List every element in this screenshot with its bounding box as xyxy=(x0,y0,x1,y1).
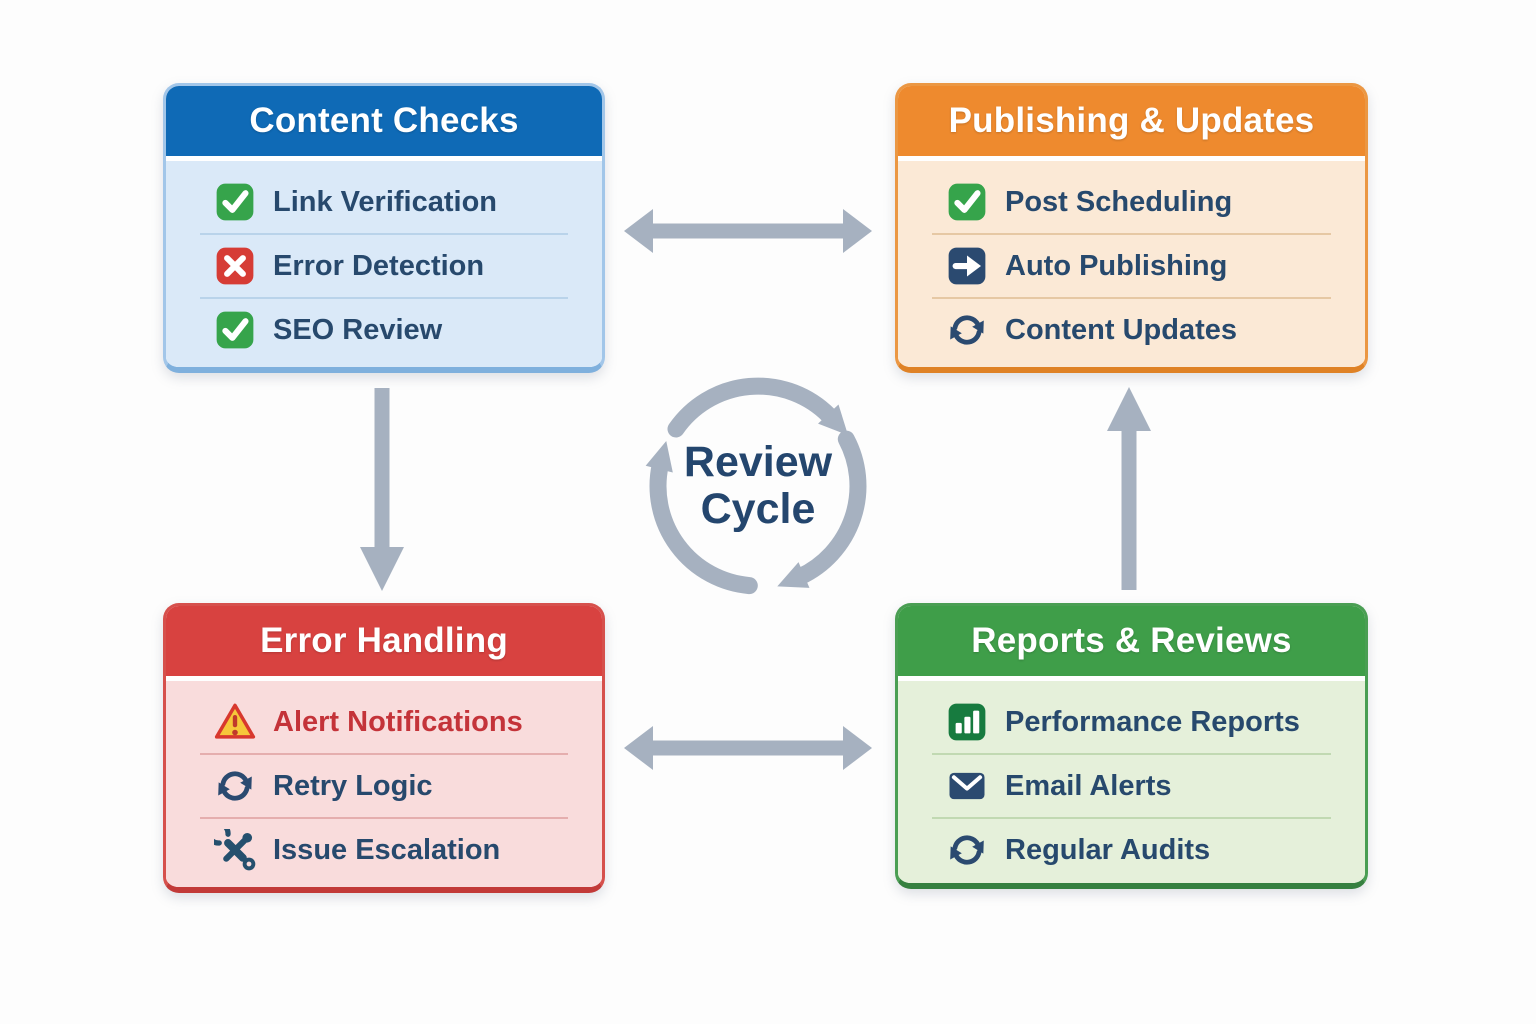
card-header: Publishing & Updates xyxy=(898,86,1365,156)
item-label: Post Scheduling xyxy=(1005,185,1233,218)
refresh-icon xyxy=(946,829,988,871)
up-arrow xyxy=(1107,387,1151,590)
check-icon xyxy=(946,181,988,223)
item-label: Content Updates xyxy=(1005,313,1237,346)
envelope-icon xyxy=(946,765,988,807)
card-body: Post Scheduling Auto Publishing Content … xyxy=(898,161,1365,367)
cycle-label: Review Cycle xyxy=(628,356,888,616)
item-label: Retry Logic xyxy=(273,769,433,802)
header-separator xyxy=(898,156,1365,161)
list-item: Issue Escalation xyxy=(166,819,602,881)
double-arrow-top xyxy=(624,209,872,253)
card-title: Content Checks xyxy=(249,101,519,140)
item-label: SEO Review xyxy=(273,313,443,346)
divider xyxy=(932,817,1331,819)
list-item: Post Scheduling xyxy=(898,171,1365,233)
card-header: Reports & Reviews xyxy=(898,606,1365,676)
item-label: Performance Reports xyxy=(1005,705,1300,738)
list-item: Email Alerts xyxy=(898,755,1365,817)
item-label: Alert Notifications xyxy=(273,705,523,738)
cycle-label-line2: Cycle xyxy=(700,485,816,533)
cross-icon xyxy=(214,245,256,287)
double-arrow-bottom xyxy=(624,726,872,770)
header-separator xyxy=(898,676,1365,681)
item-label: Regular Audits xyxy=(1005,833,1211,866)
card-publishing-updates: Publishing & Updates Post Scheduling Aut… xyxy=(895,83,1368,373)
card-body: Alert Notifications Retry Logic Issue Es… xyxy=(166,681,602,887)
check-icon xyxy=(214,309,256,351)
divider xyxy=(200,233,568,235)
list-item: Content Updates xyxy=(898,299,1365,361)
review-cycle: Review Cycle xyxy=(628,356,888,616)
card-content-checks: Content Checks Link Verification Error D… xyxy=(163,83,605,373)
divider xyxy=(200,297,568,299)
item-label: Auto Publishing xyxy=(1005,249,1228,282)
divider xyxy=(200,817,568,819)
divider xyxy=(200,753,568,755)
card-header: Error Handling xyxy=(166,606,602,676)
list-item: Performance Reports xyxy=(898,691,1365,753)
card-error-handling: Error Handling Alert Notifications Retry… xyxy=(163,603,605,893)
item-label: Link Verification xyxy=(273,185,497,218)
cycle-arrows-icon xyxy=(645,377,867,595)
bar-chart-icon xyxy=(946,701,988,743)
card-body: Link Verification Error Detection SEO Re… xyxy=(166,161,602,367)
list-item: Retry Logic xyxy=(166,755,602,817)
divider xyxy=(932,753,1331,755)
refresh-icon xyxy=(946,309,988,351)
list-item: SEO Review xyxy=(166,299,602,361)
list-item: Link Verification xyxy=(166,171,602,233)
header-separator xyxy=(166,156,602,161)
list-item: Error Detection xyxy=(166,235,602,297)
card-title: Error Handling xyxy=(260,621,508,660)
down-arrow xyxy=(360,388,404,591)
header-separator xyxy=(166,676,602,681)
card-title: Reports & Reviews xyxy=(971,621,1292,660)
check-icon xyxy=(214,181,256,223)
refresh-icon xyxy=(214,765,256,807)
arrow-right-icon xyxy=(946,245,988,287)
warning-icon xyxy=(214,701,256,743)
item-label: Issue Escalation xyxy=(273,833,501,866)
list-item: Alert Notifications xyxy=(166,691,602,753)
divider xyxy=(932,297,1331,299)
item-label: Email Alerts xyxy=(1005,769,1172,802)
list-item: Auto Publishing xyxy=(898,235,1365,297)
card-title: Publishing & Updates xyxy=(948,101,1315,140)
card-reports-reviews: Reports & Reviews Performance Reports Em… xyxy=(895,603,1368,889)
list-item: Regular Audits xyxy=(898,819,1365,881)
card-body: Performance Reports Email Alerts Regular… xyxy=(898,681,1365,883)
cycle-label-line1: Review xyxy=(683,437,833,486)
item-label: Error Detection xyxy=(273,249,485,282)
tools-icon xyxy=(214,829,256,871)
card-header: Content Checks xyxy=(166,86,602,156)
divider xyxy=(932,233,1331,235)
